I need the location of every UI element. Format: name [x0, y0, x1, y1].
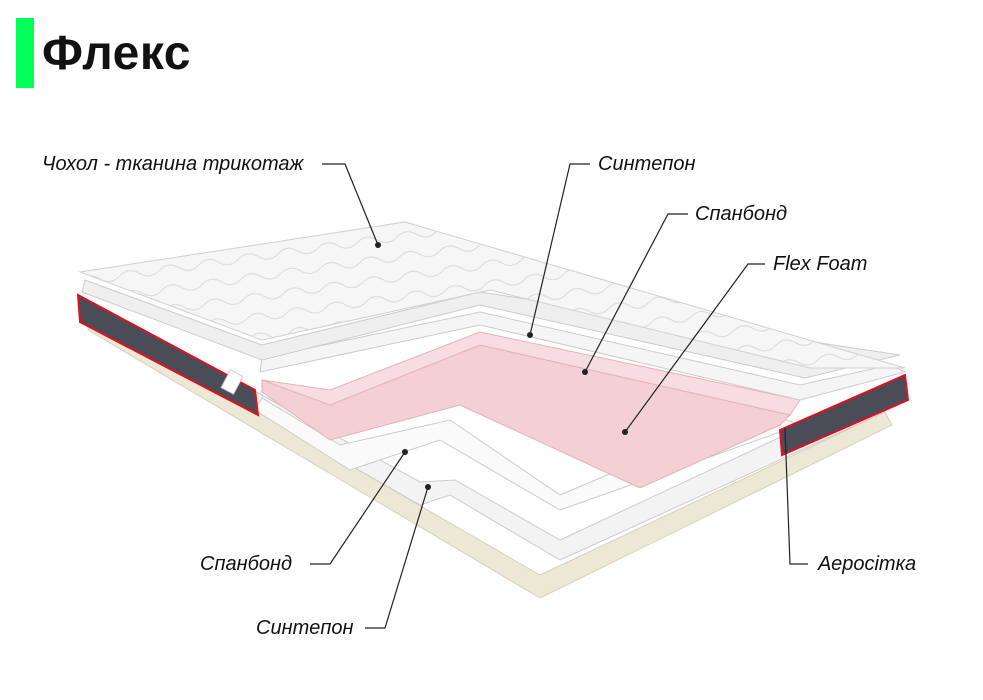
side-edge-left [76, 293, 260, 417]
label-cover: Чохол - тканина трикотаж [42, 153, 304, 175]
label-flex-foam: Flex Foam [773, 253, 868, 275]
leader-dot [582, 369, 588, 375]
leader-dot [622, 429, 628, 435]
leader-dots [375, 242, 628, 490]
leader-line-sintepon-bottom [365, 486, 429, 629]
leader-lines [310, 163, 808, 629]
leader-line-sintepon-top [529, 163, 590, 336]
page-title: Флекс [42, 27, 191, 80]
leader-dot [527, 332, 533, 338]
brand-tag [220, 369, 244, 395]
leader-dot [402, 449, 408, 455]
leader-line-cover [322, 163, 379, 246]
flex-foam-top [261, 331, 801, 416]
label-spanbond-top: Спанбонд [695, 203, 788, 225]
label-spanbond-bottom: Спанбонд [200, 553, 293, 575]
title-accent-bar [16, 18, 34, 88]
label-sintepon-top: Синтепон [598, 153, 696, 175]
leader-line-spanbond-top [584, 213, 688, 373]
leader-dot [425, 484, 431, 490]
leader-line-aeromesh [784, 427, 808, 565]
leader-dot [375, 242, 381, 248]
sintepon-top-layer [81, 279, 901, 379]
label-sintepon-bottom: Синтепон [256, 617, 354, 639]
leader-line-spanbond-bottom [310, 451, 406, 565]
label-aeromesh: Аеросітка [818, 553, 917, 575]
side-edge-right [778, 373, 910, 457]
leader-line-flex-foam [624, 263, 765, 433]
